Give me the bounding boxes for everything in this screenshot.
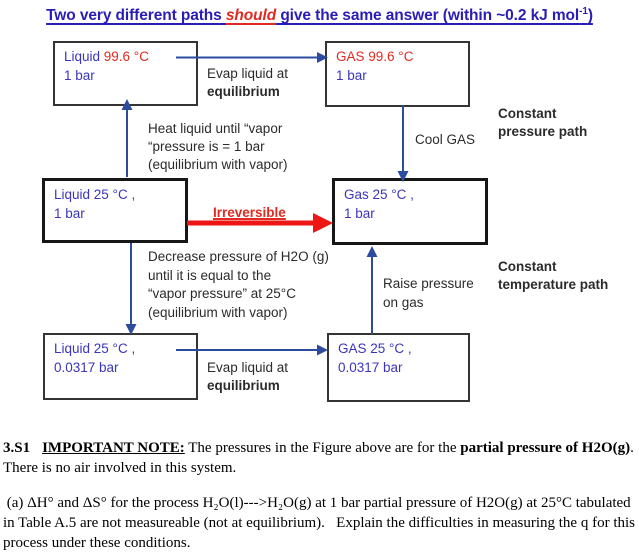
state-label: Gas <box>344 187 369 202</box>
arrow-raise-pressure-up <box>366 246 378 334</box>
notes-section: 3.S1 IMPORTANT NOTE: The pressures in the… <box>3 438 637 553</box>
label-line: Evap liquid at <box>207 66 289 81</box>
important-note-paragraph: 3.S1 IMPORTANT NOTE: The pressures in the… <box>3 438 637 478</box>
state-pressure: 1 bar <box>336 68 367 83</box>
label-constant-pressure-path: Constant pressure path <box>498 105 587 141</box>
label-line: on gas <box>383 295 424 310</box>
title-superscript: -1 <box>579 6 588 17</box>
state-temp: 25 °C , <box>90 187 136 202</box>
label-line: equilibrium <box>207 378 280 393</box>
label-cool-gas: Cool GAS <box>415 131 475 149</box>
note-body-2: . There is no air involved in this syste… <box>3 440 634 476</box>
label-line: “vapor pressure” at 25°C <box>148 286 296 301</box>
label-line: equilibrium <box>207 84 280 99</box>
state-temp: 99.6 °C <box>364 49 414 64</box>
note-body-1: The pressures in the Figure above are fo… <box>184 440 461 456</box>
label-line: Heat liquid until “vapor <box>148 121 283 136</box>
state-line1: Liquid 99.6 °C <box>64 47 187 66</box>
state-temp: 25 °C , <box>368 187 414 202</box>
title-part2: give the same answer (within ~0.2 kJ mol <box>276 7 580 25</box>
state-box-liquid-25-low: Liquid 25 °C , 0.0317 bar <box>43 333 198 400</box>
note-heading: IMPORTANT NOTE: <box>42 440 185 456</box>
label-evap-top: Evap liquid at equilibrium <box>207 65 288 101</box>
label-line: temperature path <box>498 277 609 292</box>
label-evap-bottom: Evap liquid at equilibrium <box>207 359 288 395</box>
label-line: Constant <box>498 259 557 274</box>
title-emphasis: should <box>225 7 277 25</box>
state-line1: GAS 99.6 °C <box>336 47 459 66</box>
label-line: Cool GAS <box>415 132 476 147</box>
label-raise-pressure: Raise pressure on gas <box>383 274 474 312</box>
label-line: until it is equal to the <box>148 267 272 283</box>
state-pressure: 1 bar <box>344 206 375 221</box>
state-label: GAS <box>336 49 365 64</box>
state-line1: Gas 25 °C , <box>344 185 476 204</box>
page-title: Two very different paths should give the… <box>0 6 639 25</box>
state-temp: 25 °C , <box>366 341 412 356</box>
state-temp: 25 °C , <box>90 341 136 356</box>
state-line1: Liquid 25 °C , <box>54 185 176 204</box>
state-pressure: 0.0317 bar <box>54 360 119 375</box>
state-pressure: 0.0317 bar <box>338 360 403 375</box>
state-label: Liquid <box>54 341 91 356</box>
note-number: 3.S1 <box>3 440 31 456</box>
arrow-evap-cold <box>176 344 328 356</box>
state-label: Liquid <box>64 49 101 64</box>
state-box-liquid-25-1bar: Liquid 25 °C , 1 bar <box>42 178 188 243</box>
state-label: GAS <box>338 341 367 356</box>
question-part-a: (a) ΔH° and ΔS° for the process H₂O(l)--… <box>3 495 639 551</box>
label-line: (equilibrium with vapor) <box>148 157 288 172</box>
title-part1: Two very different paths <box>46 7 226 25</box>
label-line: Raise pressure <box>383 276 474 291</box>
state-box-gas-hot: GAS 99.6 °C 1 bar <box>325 41 470 107</box>
title-part3: ) <box>587 7 593 25</box>
state-temp: 99.6 °C <box>100 49 149 64</box>
label-line: pressure path <box>498 124 588 139</box>
state-line1: Liquid 25 °C , <box>54 339 187 358</box>
arrow-decrease-pressure-down <box>125 243 137 335</box>
state-label: Liquid <box>54 187 91 202</box>
arrow-heat-liquid-up <box>121 99 133 177</box>
arrow-cool-gas-down <box>397 105 409 182</box>
note-bold-phrase: partial pressure of H2O(g) <box>460 440 631 456</box>
label-line: “pressure is = 1 bar <box>148 139 265 154</box>
label-line: Decrease pressure of H2O (g) <box>148 249 329 264</box>
paths-diagram: Liquid 99.6 °C 1 bar GAS 99.6 °C 1 bar L… <box>42 41 608 402</box>
label-line: Constant <box>498 106 557 121</box>
state-line1: GAS 25 °C , <box>338 339 459 358</box>
label-constant-temperature-path: Constant temperature path <box>498 258 608 294</box>
state-pressure: 1 bar <box>54 206 85 221</box>
label-heat-liquid: Heat liquid until “vapor “pressure is = … <box>148 120 288 174</box>
arrow-evap-hot <box>176 52 328 63</box>
label-decrease-pressure: Decrease pressure of H2O (g) until it is… <box>148 248 329 322</box>
state-box-gas-25-1bar: Gas 25 °C , 1 bar <box>332 178 488 245</box>
state-box-liquid-hot: Liquid 99.6 °C 1 bar <box>53 41 198 106</box>
label-line: Evap liquid at <box>207 360 289 375</box>
state-pressure: 1 bar <box>64 68 95 83</box>
state-box-gas-25-low: GAS 25 °C , 0.0317 bar <box>327 333 470 402</box>
label-irreversible: Irreversible <box>213 205 286 220</box>
label-line: (equilibrium with vapor) <box>148 304 288 320</box>
